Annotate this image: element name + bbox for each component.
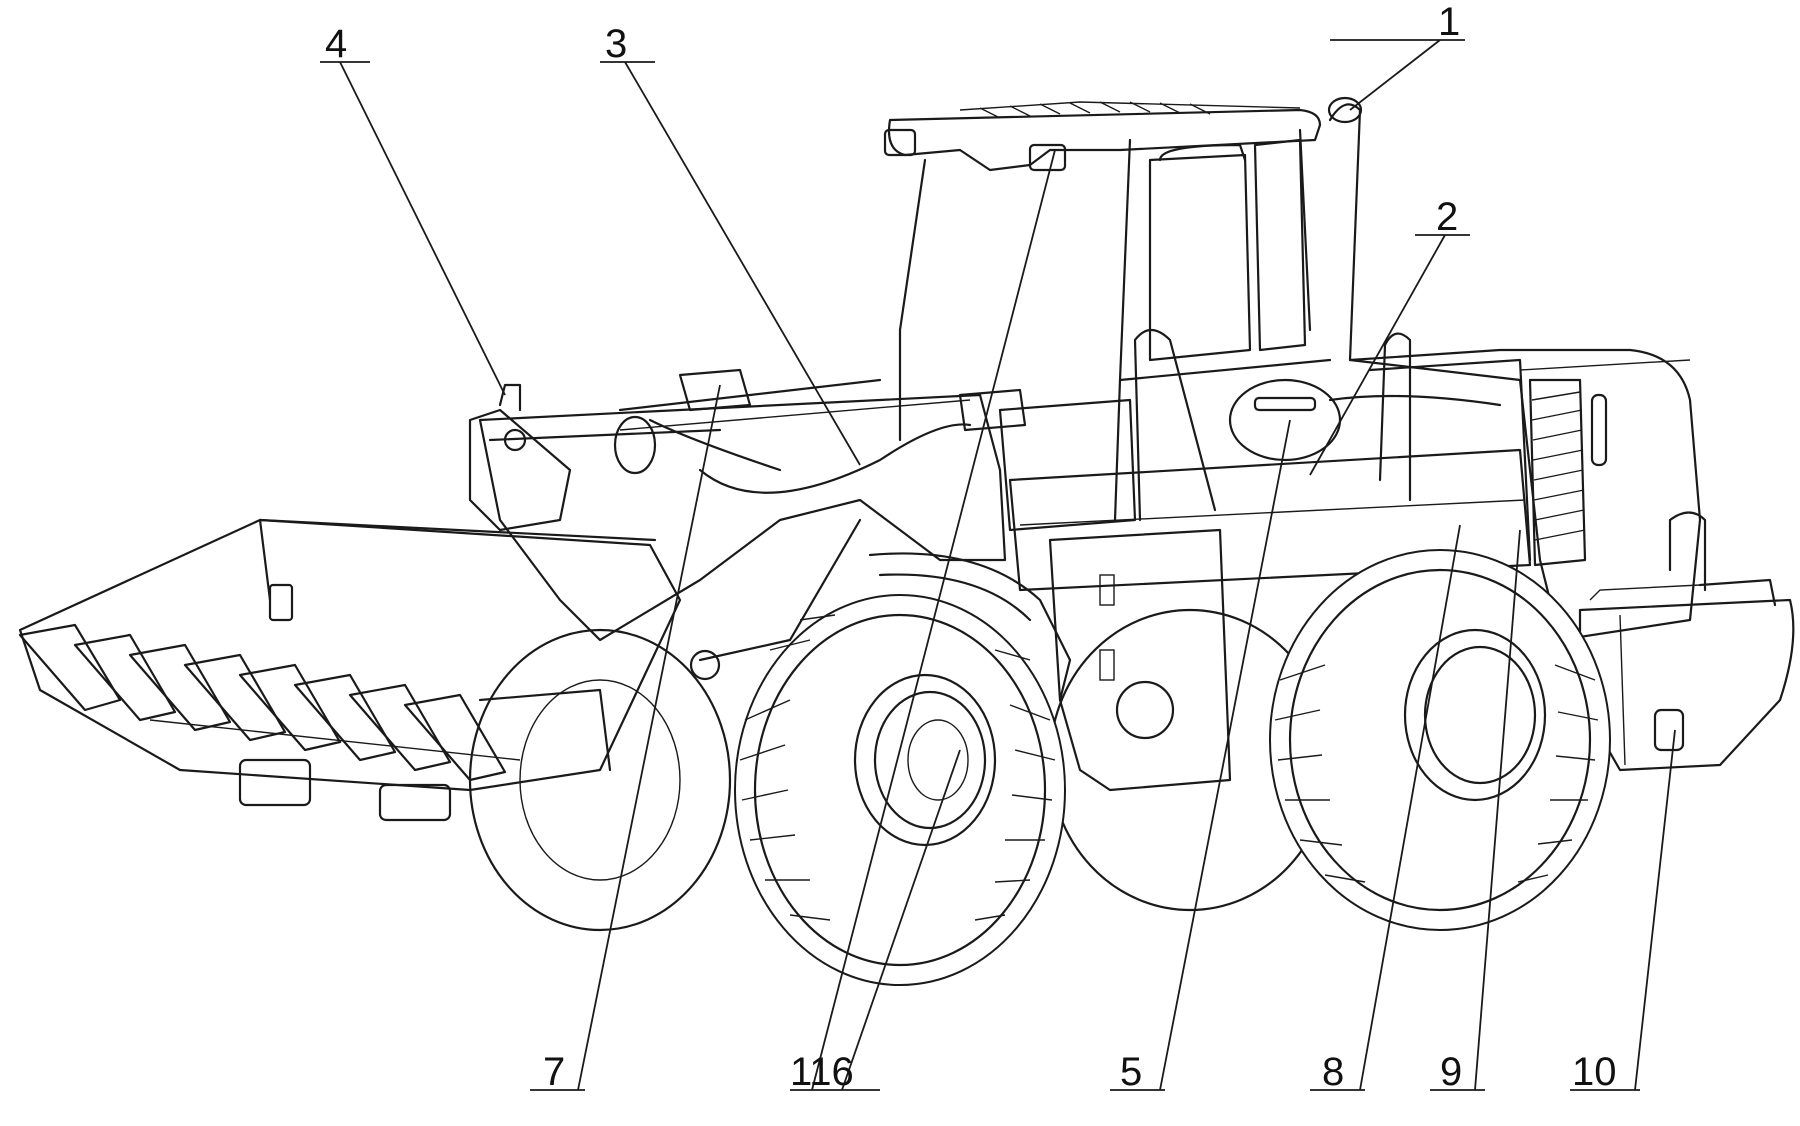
engine-hood bbox=[1348, 348, 1702, 642]
callout-11-6: 116 bbox=[790, 1050, 854, 1094]
radiator-grille bbox=[1528, 378, 1608, 567]
front-right-wheel bbox=[734, 594, 1066, 986]
front-left-wheel bbox=[468, 628, 732, 932]
callout-3: 3 bbox=[605, 22, 627, 66]
rear-right-wheel bbox=[1269, 549, 1611, 931]
leader-lines bbox=[320, 39, 1676, 1091]
callout-1: 1 bbox=[1438, 0, 1460, 44]
callout-5: 5 bbox=[1120, 1050, 1142, 1094]
callout-labels: 1 2 3 4 7 116 5 8 9 10 bbox=[325, 0, 1617, 1094]
callout-4: 4 bbox=[325, 22, 347, 66]
callout-2: 2 bbox=[1436, 195, 1458, 239]
boom-arm bbox=[468, 378, 1007, 681]
callout-9: 9 bbox=[1440, 1050, 1462, 1094]
counterweight bbox=[1578, 511, 1795, 772]
callout-8: 8 bbox=[1322, 1050, 1344, 1094]
front-lights bbox=[678, 368, 1027, 432]
front-wheel-rim bbox=[853, 673, 997, 847]
exhaust-stack-icon bbox=[1327, 96, 1363, 124]
cab-platform bbox=[1008, 328, 1532, 592]
headlight-left-icon bbox=[678, 368, 752, 412]
lift-cylinder-end bbox=[613, 415, 657, 475]
callout-7: 7 bbox=[543, 1050, 565, 1094]
work-light-right-icon bbox=[1028, 143, 1067, 172]
rear-wheel-rim bbox=[1403, 628, 1547, 802]
bucket bbox=[18, 518, 682, 822]
callout-10: 10 bbox=[1572, 1050, 1617, 1094]
front-fender bbox=[868, 552, 1072, 702]
headlight-right-icon bbox=[958, 388, 1027, 432]
fuel-cap-icon bbox=[1115, 680, 1175, 740]
cab bbox=[883, 96, 1363, 522]
work-light-left-icon bbox=[883, 128, 917, 157]
